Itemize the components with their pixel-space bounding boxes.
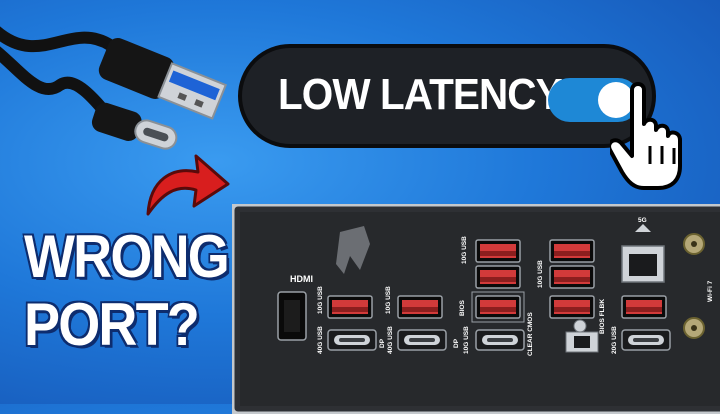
port-label: BIOS — [459, 299, 466, 316]
usb-a-port — [475, 265, 521, 289]
usb-a-port — [549, 295, 595, 319]
port-label: 10G USB — [463, 326, 470, 354]
usb-c-plug-icon — [91, 102, 178, 150]
port-label: DP — [453, 338, 460, 348]
port-label: DP — [379, 338, 386, 348]
wifi-antenna-connector — [683, 233, 705, 255]
port-label: 5G — [638, 217, 647, 224]
rog-logo-icon — [336, 226, 370, 274]
usb-cable-icon — [0, 26, 228, 150]
headline-line-2: PORT? — [24, 291, 200, 358]
port-label: 20G USB — [611, 326, 618, 354]
usb-c-port — [475, 329, 525, 351]
headline-line-1: WRONG — [24, 223, 230, 290]
usb-a-port — [549, 265, 595, 289]
usb-a-plug-icon — [98, 37, 228, 120]
usb-a-port — [621, 295, 667, 319]
port-label: 10G USB — [385, 286, 392, 314]
port-label: CLEAR CMOS — [527, 312, 534, 356]
usb-a-port — [397, 295, 443, 319]
curved-arrow-icon — [146, 154, 230, 216]
usb-c-port — [397, 329, 447, 351]
wifi-antenna-connector — [683, 317, 705, 339]
usb-a-port — [475, 295, 521, 319]
ethernet-port — [621, 245, 665, 283]
latency-toggle-switch[interactable] — [548, 78, 640, 122]
usb-c-port — [621, 329, 671, 351]
usb-a-port — [475, 239, 521, 263]
hdmi-port — [277, 291, 307, 341]
low-latency-toggle-card: LOW LATENCY — [238, 44, 656, 148]
hdmi-label: HDMI — [290, 274, 313, 284]
usb-a-port — [327, 295, 373, 319]
port-label: BIOS FLBK — [599, 299, 606, 334]
port-label: 10G USB — [461, 236, 468, 264]
toggle-knob — [598, 82, 634, 118]
port-label: 10G USB — [317, 286, 324, 314]
usb-c-port — [327, 329, 377, 351]
port-label: 40G USB — [317, 326, 324, 354]
port-label: Wi-Fi 7 — [707, 280, 714, 302]
hand-cursor-icon — [610, 82, 682, 190]
rear-io-panel: HDMI 10G USB 10G USB 10G USB 40G US — [232, 204, 720, 414]
port-label: 10G USB — [537, 260, 544, 288]
toggle-label: LOW LATENCY — [278, 70, 563, 119]
port-label: 40G USB — [387, 326, 394, 354]
usb-a-port — [549, 239, 595, 263]
